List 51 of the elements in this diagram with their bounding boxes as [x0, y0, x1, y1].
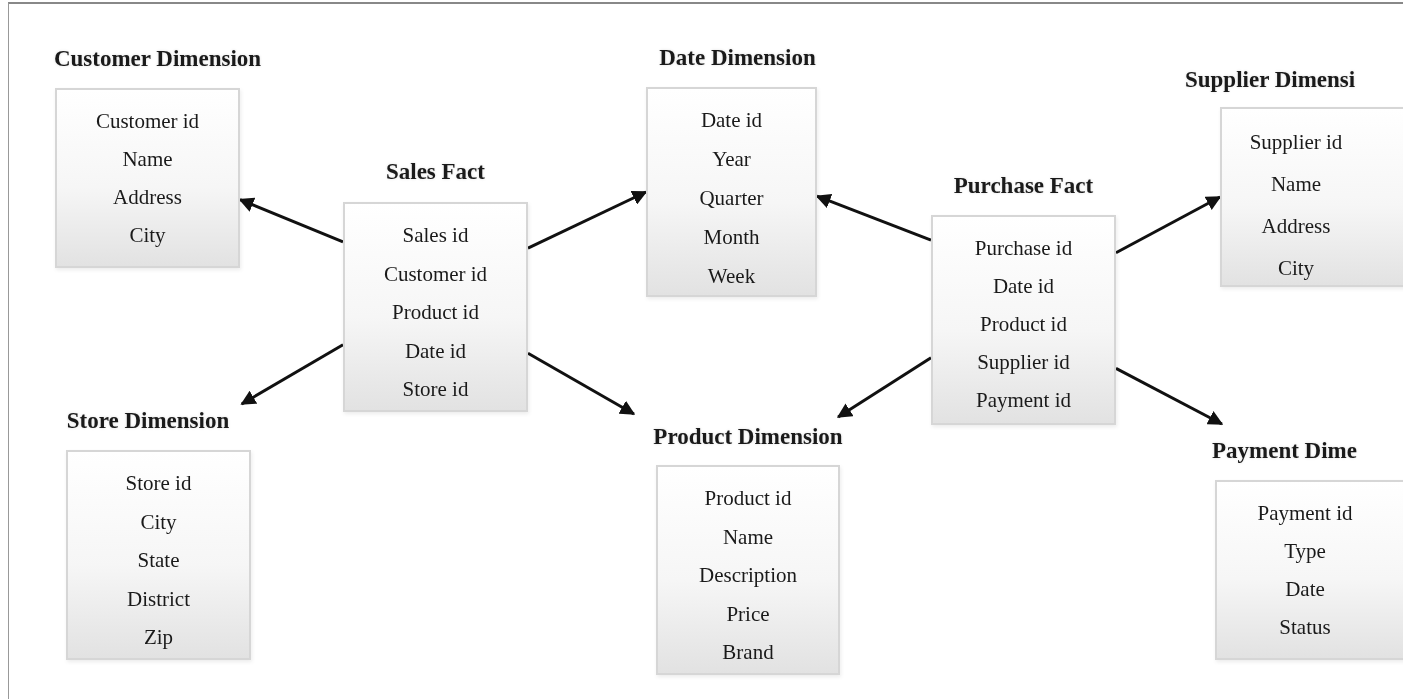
field-name: Zip [143, 624, 174, 651]
table-title: Store Dimension [66, 407, 230, 435]
field-name: Payment id [1257, 500, 1353, 527]
arrow [527, 351, 636, 416]
field-name: Name [722, 523, 774, 551]
field-name: Status [1279, 614, 1331, 641]
arrow [1115, 366, 1224, 426]
field-name: Date id [404, 337, 467, 365]
field-name: Address [1261, 213, 1331, 240]
field-name: Type [1284, 538, 1326, 565]
field-name: District [127, 585, 190, 613]
arrow [240, 343, 344, 406]
field-name: Name [1270, 171, 1322, 198]
field-name: Quarter [699, 185, 764, 212]
arrow [836, 356, 932, 419]
table-title: Customer Dimension [53, 45, 262, 73]
table-title: Supplier Dimensi [1185, 66, 1356, 94]
field-name: Supplier id [1249, 129, 1343, 156]
field-name: Date [1285, 576, 1325, 603]
arrow [1115, 195, 1222, 255]
field-name: Year [712, 146, 751, 173]
field-name: City [140, 508, 177, 536]
field-name: Supplier id [977, 349, 1070, 376]
field-name: Description [699, 562, 797, 589]
arrow [527, 190, 648, 250]
field-name: Brand [722, 639, 774, 666]
field-name: Date id [992, 273, 1055, 300]
field-name: Store id [125, 470, 192, 497]
table-title: Purchase Fact [953, 172, 1094, 200]
field-name: City [129, 222, 166, 249]
field-name: Customer id [383, 260, 488, 288]
field-name: Payment id [975, 387, 1072, 414]
table-title: Date Dimension [659, 44, 816, 72]
field-name: Purchase id [974, 235, 1073, 262]
table-title: Payment Dime [1212, 437, 1357, 465]
field-name: Week [707, 263, 756, 290]
field-name: Store id [402, 376, 469, 403]
field-name: Product id [704, 485, 792, 512]
field-name: Month [703, 224, 760, 251]
table-title: Sales Fact [386, 158, 485, 186]
field-name: City [1277, 255, 1315, 282]
field-name: Sales id [402, 222, 469, 249]
table-title: Product Dimension [653, 423, 843, 451]
field-name: Customer id [95, 108, 200, 135]
field-name: Product id [980, 311, 1067, 338]
field-name: Name [122, 146, 173, 173]
field-name: Product id [392, 299, 479, 326]
field-name: State [137, 547, 180, 574]
field-name: Address [113, 184, 182, 211]
field-name: Date id [700, 107, 763, 134]
field-name: Price [726, 600, 770, 628]
